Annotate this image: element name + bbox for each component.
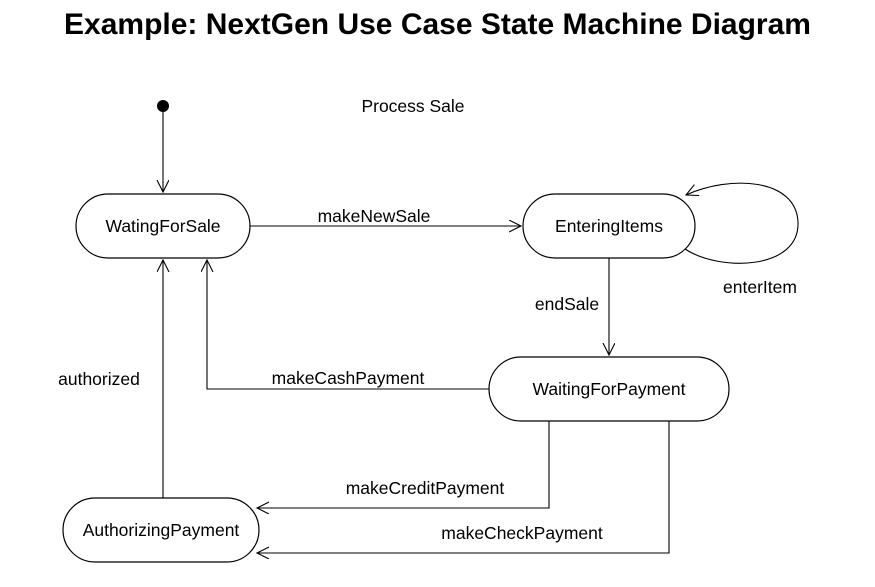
transition-make-check-payment-arrow	[257, 421, 670, 553]
transition-label-enter-item: enterItem	[723, 277, 797, 297]
state-entering-items: EnteringItems	[522, 193, 696, 259]
transition-make-credit-payment-arrow	[257, 421, 550, 508]
transition-label-make-check-payment: makeCheckPayment	[441, 523, 603, 543]
state-waiting-for-sale: WatingForSale	[75, 193, 251, 259]
diagram-title: Example: NextGen Use Case State Machine …	[64, 8, 811, 41]
state-label-authorizing-payment: AuthorizingPayment	[83, 520, 240, 540]
transition-make-cash-payment-arrow	[207, 260, 489, 390]
transition-enter-item-loop	[684, 182, 799, 264]
transition-label-authorized: authorized	[58, 369, 140, 389]
state-waiting-for-payment: WaitingForPayment	[488, 356, 730, 422]
transition-label-make-credit-payment: makeCreditPayment	[346, 478, 505, 498]
transition-label-make-new-sale: makeNewSale	[318, 206, 431, 226]
state-label-entering-items: EnteringItems	[555, 216, 663, 236]
state-label-waiting-for-sale: WatingForSale	[105, 216, 220, 236]
diagram-name: Process Sale	[361, 96, 464, 116]
transition-label-make-cash-payment: makeCashPayment	[272, 368, 425, 388]
transition-label-end-sale: endSale	[535, 294, 599, 314]
state-authorizing-payment: AuthorizingPayment	[62, 497, 260, 563]
state-label-waiting-for-payment: WaitingForPayment	[532, 379, 685, 399]
